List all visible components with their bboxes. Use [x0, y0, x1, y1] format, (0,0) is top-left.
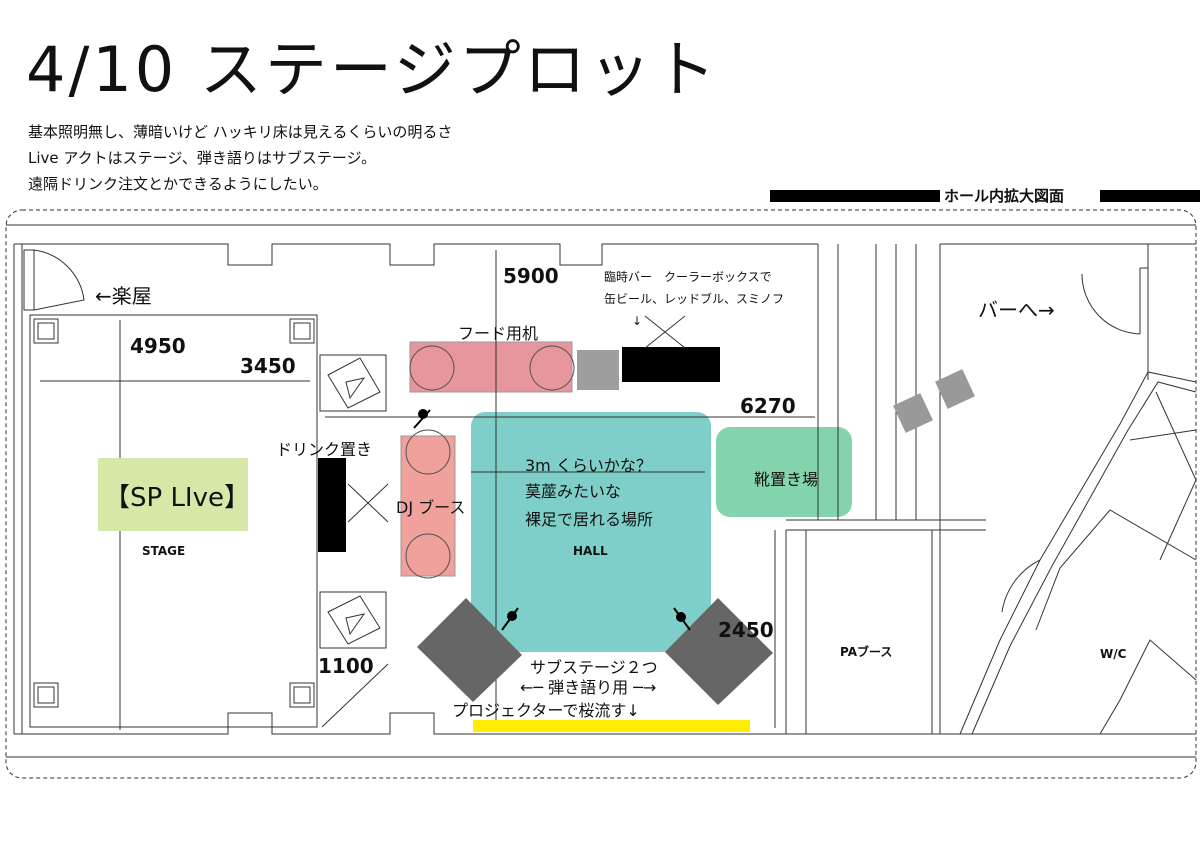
dj-turntable-top — [405, 429, 451, 475]
top-wall-inner — [14, 243, 818, 266]
to-bar-label: バーへ→ — [978, 298, 1055, 322]
sp-live-label: 【SP LIve】 — [104, 483, 250, 513]
hall-label: HALL — [573, 544, 608, 558]
food-table-label: フード用机 — [458, 324, 539, 343]
page-title: 4/10 ステージプロット — [26, 33, 719, 106]
food-table — [409, 341, 573, 393]
sub-stage-left — [417, 598, 522, 702]
dim-4950: 4950 — [130, 334, 186, 358]
pa-booth-label: PAブース — [840, 645, 893, 659]
hall-note-2: 茣蓙みたいな — [525, 482, 622, 501]
dj-turntable-bottom — [405, 533, 451, 579]
hall-note-3: 裸足で居れる場所 — [525, 510, 654, 529]
stage-outline — [29, 314, 318, 728]
bar-door — [1081, 268, 1141, 335]
door-frame — [23, 249, 35, 311]
dressing-room-label: ←楽屋 — [95, 284, 152, 308]
header-bar-left — [770, 190, 940, 202]
dim-1100: 1100 — [318, 654, 374, 678]
monitor-speaker-top — [319, 354, 387, 412]
sub-stage-label-1: サブステージ２つ — [530, 658, 658, 677]
monitor-speaker-bottom — [319, 591, 387, 649]
spotlight-icon — [413, 409, 431, 429]
hall-note-1: 3m くらいかな？ — [525, 456, 652, 475]
drink-x-2 — [347, 483, 389, 523]
spotlight-icon — [673, 607, 691, 631]
cooler-box — [577, 350, 619, 390]
spotlight-icon — [501, 607, 519, 631]
stage-pillars — [33, 318, 315, 708]
note-lighting: 基本照明無し、薄暗いけど ハッキリ床は見えるくらいの明るさ — [28, 123, 453, 141]
temp-bar-x-2 — [644, 315, 686, 349]
door-swing — [33, 249, 85, 311]
dim-1100-line — [321, 663, 389, 728]
sub-stage-right — [665, 598, 773, 705]
header-label: ホール内拡大図面 — [944, 187, 1065, 205]
dj-booth — [400, 435, 456, 577]
dj-booth-label: DJ ブース — [396, 498, 466, 517]
note-acts: Live アクトはステージ、弾き語りはサブステージ。 — [28, 149, 377, 167]
food-table-circle-right — [529, 345, 575, 391]
sp-live-area — [98, 458, 248, 531]
food-table-circle-left — [409, 345, 455, 391]
stage-label: STAGE — [142, 544, 186, 558]
drink-stand — [318, 458, 346, 552]
wc-label: W/C — [1100, 647, 1127, 661]
note-drink-order: 遠隔ドリンク注文とかできるようにしたい。 — [28, 175, 328, 193]
shoe-area-label: 靴置き場 — [754, 470, 819, 489]
wc-walls — [959, 371, 1197, 735]
right-partitions — [785, 243, 1196, 734]
plan-boundary — [5, 209, 1197, 779]
drink-stand-label: ドリンク置き — [276, 440, 373, 459]
header-bar-right — [1100, 190, 1200, 202]
dim-3450: 3450 — [240, 354, 296, 378]
temp-bar-label-1: 臨時バー クーラーボックスで — [604, 270, 772, 284]
grey-block-2 — [935, 369, 975, 409]
dim-2450: 2450 — [718, 618, 774, 642]
sub-stage-label-2: ←─ 弾き語り用 ─→ — [520, 678, 657, 697]
grey-block-1 — [893, 393, 933, 433]
temp-bar-label-2: 缶ビール、レッドブル、スミノフ — [604, 292, 785, 306]
temp-bar-arrow: ↓ — [632, 314, 643, 328]
projector-strip — [473, 720, 750, 732]
dim-5900: 5900 — [503, 264, 559, 288]
temp-bar-table — [622, 347, 720, 382]
dim-6270: 6270 — [740, 394, 796, 418]
bottom-wall-inner — [14, 712, 1196, 735]
projector-label: プロジェクターで桜流す↓ — [452, 701, 640, 720]
